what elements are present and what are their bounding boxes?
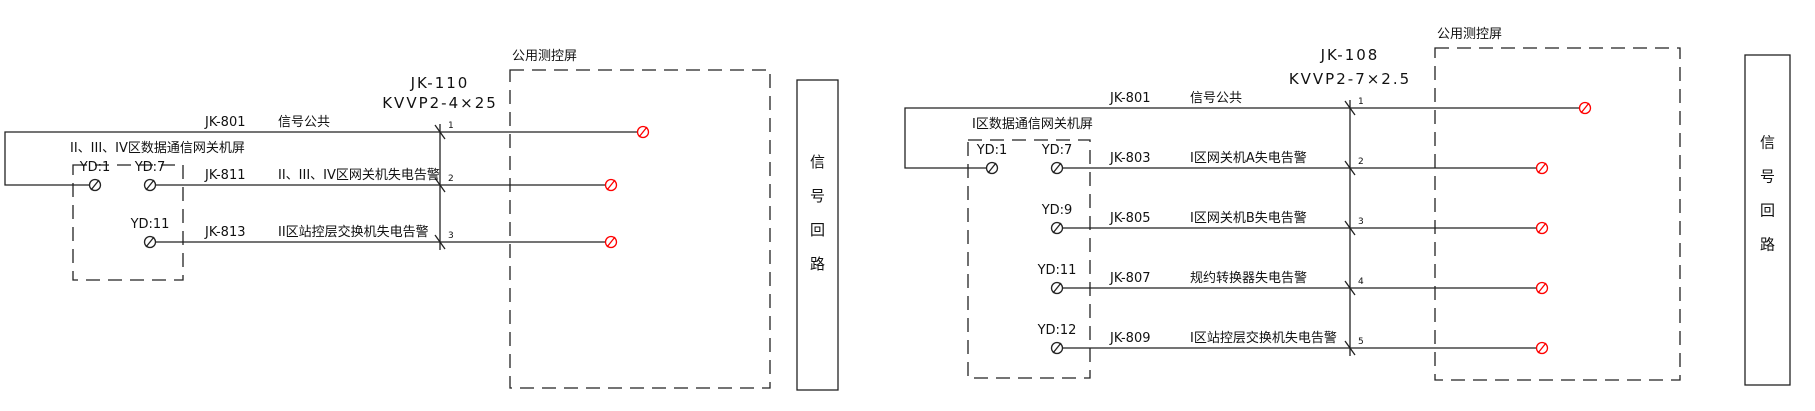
cable-type: KVVP2-7×2.5 xyxy=(1289,70,1411,88)
wire-number: JK-801 xyxy=(204,115,246,130)
terminal-label: YD:11 xyxy=(130,217,170,232)
wire-description: I区网关机A失电告警 xyxy=(1190,150,1307,166)
local-terminal-box xyxy=(72,164,184,281)
signal-circuit-label: 信 xyxy=(810,153,825,171)
wire-number: JK-803 xyxy=(1109,151,1151,166)
signal-circuit-label: 号 xyxy=(810,187,825,205)
core-number: 3 xyxy=(448,231,454,241)
remote-panel-box xyxy=(1434,47,1681,381)
terminal xyxy=(1050,281,1064,295)
signal-circuit-label: 路 xyxy=(810,255,825,273)
signal-circuit-box xyxy=(1744,54,1791,386)
wire-number: JK-813 xyxy=(204,225,246,240)
wire-number: JK-809 xyxy=(1109,331,1151,346)
common-wire xyxy=(4,131,637,186)
local-terminal-box xyxy=(967,139,1091,379)
remote-terminal xyxy=(604,235,618,249)
screen-title: I区数据通信网关机屏 xyxy=(972,117,1093,132)
core-tick xyxy=(1344,340,1356,356)
terminal-label: YD:1 xyxy=(976,143,1008,158)
wire-number: JK-811 xyxy=(204,168,246,183)
terminal-label: YD:7 xyxy=(134,160,166,175)
terminal xyxy=(1050,341,1064,355)
core-tick xyxy=(434,124,446,140)
wire-description: I区站控层交换机失电告警 xyxy=(1190,330,1337,346)
terminal xyxy=(1050,221,1064,235)
remote-terminal xyxy=(1578,101,1592,115)
terminal-label: YD:12 xyxy=(1037,323,1077,338)
core-number: 2 xyxy=(448,174,454,184)
wire-description: 规约转换器失电告警 xyxy=(1190,270,1307,286)
cable-id: JK-108 xyxy=(1320,46,1380,64)
core-tick xyxy=(1344,160,1356,176)
cable-type: KVVP2-4×25 xyxy=(382,94,498,112)
common-wire xyxy=(904,107,1579,169)
remote-terminal xyxy=(1535,221,1549,235)
core-number: 2 xyxy=(1358,157,1364,167)
remote-terminal xyxy=(1535,341,1549,355)
wire-description: I区网关机B失电告警 xyxy=(1190,210,1307,226)
signal-circuit-box xyxy=(796,79,839,391)
remote-terminal xyxy=(636,125,650,139)
cable-id: JK-110 xyxy=(410,74,470,92)
wire-description: 信号公共 xyxy=(278,115,330,130)
remote-panel-title: 公用测控屏 xyxy=(1437,27,1502,42)
remote-terminal xyxy=(604,178,618,192)
wire-number: JK-801 xyxy=(1109,91,1151,106)
core-tick xyxy=(1344,220,1356,236)
terminal xyxy=(143,235,157,249)
wire-number: JK-805 xyxy=(1109,211,1151,226)
wire-number: JK-807 xyxy=(1109,271,1151,286)
signal-circuit-label: 路 xyxy=(1760,235,1775,253)
signal-circuit-label: 号 xyxy=(1760,167,1775,185)
core-number: 4 xyxy=(1358,277,1364,287)
wire-description: II区站控层交换机失电告警 xyxy=(278,224,429,240)
signal-circuit-label: 回 xyxy=(810,221,825,239)
screen-title: II、III、IV区数据通信网关机屏 xyxy=(70,141,245,156)
remote-terminal xyxy=(1535,161,1549,175)
wire-description: II、III、IV区网关机失电告警 xyxy=(278,167,440,183)
terminal xyxy=(1050,161,1064,175)
core-tick xyxy=(434,234,446,250)
core-number: 1 xyxy=(1358,97,1364,107)
core-tick xyxy=(434,177,446,193)
core-tick xyxy=(1344,100,1356,116)
remote-panel-box xyxy=(509,69,771,389)
terminal-common xyxy=(985,161,999,175)
terminal-common xyxy=(88,178,102,192)
terminal-label: YD:9 xyxy=(1041,203,1073,218)
wire-description: 信号公共 xyxy=(1190,91,1242,106)
remote-terminal xyxy=(1535,281,1549,295)
core-tick xyxy=(1344,280,1356,296)
terminal-label: YD:7 xyxy=(1041,143,1073,158)
signal-circuit-label: 信 xyxy=(1760,133,1775,151)
terminal xyxy=(143,178,157,192)
core-number: 5 xyxy=(1358,337,1364,347)
terminal-label: YD:11 xyxy=(1037,263,1077,278)
remote-panel-title: 公用测控屏 xyxy=(512,49,577,64)
core-number: 3 xyxy=(1358,217,1364,227)
core-number: 1 xyxy=(448,121,454,131)
signal-circuit-label: 回 xyxy=(1760,201,1775,219)
terminal-label: YD:1 xyxy=(79,160,111,175)
